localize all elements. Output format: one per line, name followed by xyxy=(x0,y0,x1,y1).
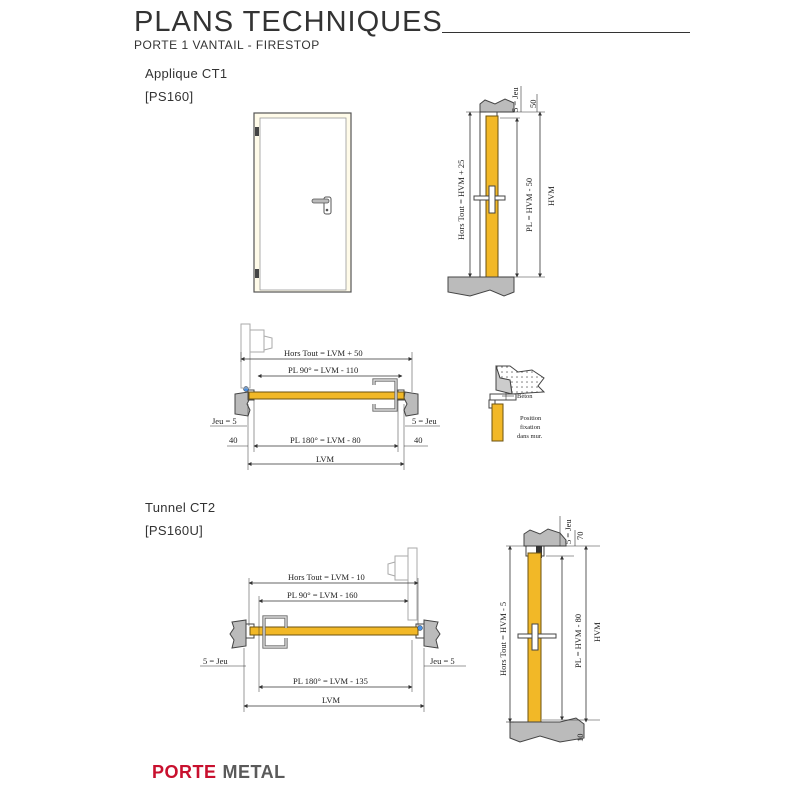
section2-elevation: Hors Tout = HVM - 5 PL = HVM - 80 HVM 5 … xyxy=(498,516,602,743)
s2-plan-wall-left xyxy=(229,619,247,649)
detail-note-1: Position xyxy=(520,415,542,422)
hinge-top xyxy=(255,127,259,136)
section2-code: [PS160U] xyxy=(145,523,204,538)
brand-part2: METAL xyxy=(222,762,286,782)
s1-plan-lvm: LVM xyxy=(316,454,335,464)
s2-elev-top-gap: 70 xyxy=(575,532,585,541)
section1-elevation: Hors Tout = HVM + 25 PL = HVM - 50 HVM 5… xyxy=(447,86,556,297)
hinge-bottom xyxy=(255,269,259,278)
ceiling-wall xyxy=(479,98,515,113)
page-subtitle: PORTE 1 VANTAIL - FIRESTOP xyxy=(134,38,320,52)
detail-door-leaf xyxy=(491,403,504,442)
floor-slab xyxy=(447,276,515,297)
s2-floor-slab xyxy=(509,717,585,743)
s2-plan-door-leaf xyxy=(249,626,419,636)
s1-plan-side-left: 40 xyxy=(229,435,238,445)
title-rule xyxy=(442,32,690,33)
plan-wall-right xyxy=(403,391,419,417)
section1-plan: Hors Tout = LVM + 50 PL 90° = LVM - 110 … xyxy=(210,323,440,470)
section2-plan: Hors Tout = LVM - 10 PL 90° = LVM - 160 … xyxy=(200,547,466,712)
detail-beton-label: Béton xyxy=(517,393,533,400)
detail-note-2: fixation xyxy=(520,424,541,431)
s2-elev-pl: PL = HVM - 80 xyxy=(573,614,583,668)
elevation-lock xyxy=(488,185,496,214)
s2-plan-lvm: LVM xyxy=(322,695,341,705)
plan-door-leaf xyxy=(248,391,405,400)
s1-elev-hors-tout: Hors Tout = HVM + 25 xyxy=(456,160,466,240)
s1-plan-pl90: PL 90° = LVM - 110 xyxy=(288,365,358,375)
detail-note-3: dans mur. xyxy=(517,433,543,440)
s2-plan-pl90: PL 90° = LVM - 160 xyxy=(287,590,358,600)
s2-elev-jeu: 5 = Jeu xyxy=(563,519,573,544)
door-handle xyxy=(311,198,330,204)
s1-plan-hors-tout: Hors Tout = LVM + 50 xyxy=(284,348,363,358)
page-title: PLANS TECHNIQUES xyxy=(134,6,443,38)
s2-plan-jeu-left: 5 = Jeu xyxy=(203,656,228,666)
s1-elev-hvm: HVM xyxy=(546,186,556,206)
s1-elev-top-gap: 50 xyxy=(528,100,538,109)
s1-plan-pl180: PL 180° = LVM - 80 xyxy=(290,435,361,445)
s1-elev-pl: PL = HVM - 50 xyxy=(524,178,534,232)
section2-name: Tunnel CT2 xyxy=(145,500,216,515)
door-keyhole xyxy=(325,208,329,212)
section1-code: [PS160] xyxy=(145,89,194,104)
s2-elev-bottom-gap: 10 xyxy=(575,734,585,743)
s2-elev-hvm: HVM xyxy=(592,622,602,642)
s2-plan-jeu-right: Jeu = 5 xyxy=(430,656,455,666)
section1-name: Applique CT1 xyxy=(145,66,228,81)
section1-detail: Béton Position fixation dans mur. xyxy=(488,365,546,442)
door-leaf xyxy=(259,117,347,291)
s2-plan-pl180: PL 180° = LVM - 135 xyxy=(293,676,368,686)
s2-plan-hors-tout: Hors Tout = LVM - 10 xyxy=(288,572,365,582)
s1-plan-side-right: 40 xyxy=(414,435,423,445)
s1-elev-jeu: 5 = Jeu xyxy=(510,87,520,112)
s1-plan-jeu-right: 5 = Jeu xyxy=(412,416,437,426)
s2-elev-hors-tout: Hors Tout = HVM - 5 xyxy=(498,602,508,676)
door-front-view xyxy=(253,112,352,293)
brand-part1: PORTE xyxy=(152,762,217,782)
s2-plan-wall-right xyxy=(423,619,441,649)
s1-plan-jeu-left: Jeu = 5 xyxy=(212,416,237,426)
